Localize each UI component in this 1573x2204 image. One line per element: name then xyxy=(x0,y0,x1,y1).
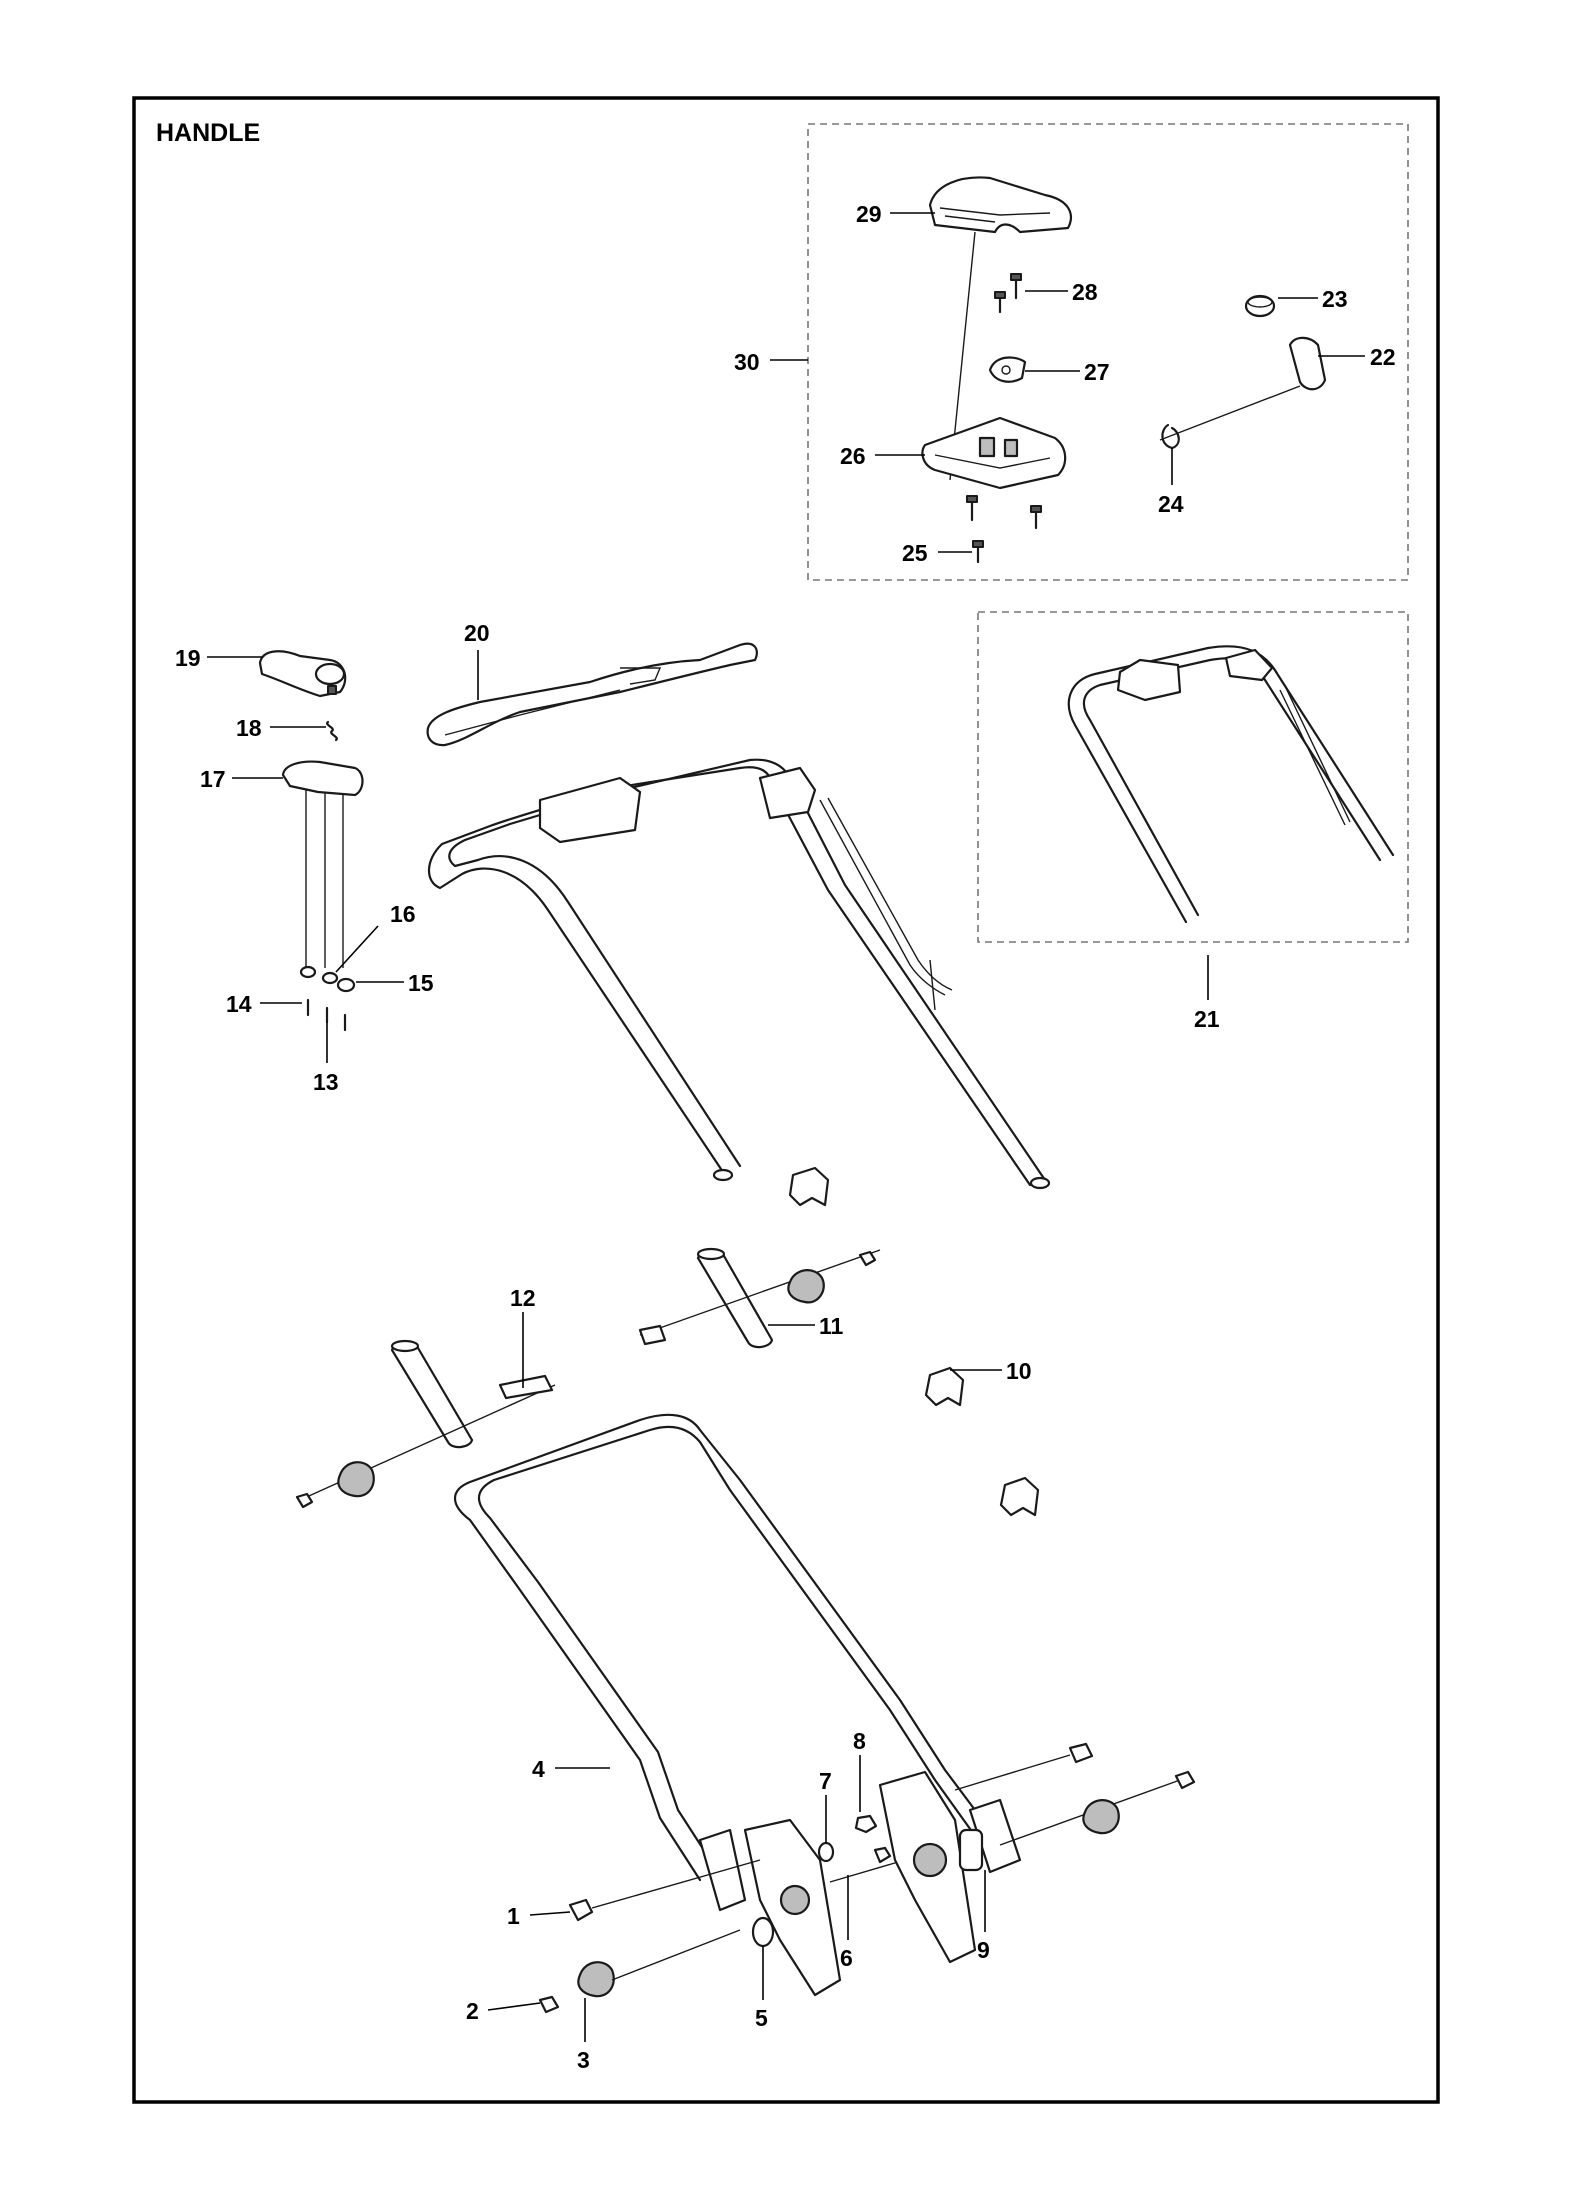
callout-25: 25 xyxy=(902,540,928,566)
leader-lines xyxy=(207,212,1365,2042)
callout-11: 11 xyxy=(819,1313,844,1339)
callout-27: 27 xyxy=(1084,359,1110,385)
group-box-30 xyxy=(807,123,1409,581)
part-18-spring xyxy=(326,720,338,742)
part-7-washer xyxy=(817,1841,835,1863)
part-2-nut-left xyxy=(538,1995,560,2014)
callout-8: 8 xyxy=(853,1728,866,1754)
callout-23: 23 xyxy=(1322,286,1348,312)
callout-1: 1 xyxy=(507,1903,520,1929)
callout-26: 26 xyxy=(840,443,866,469)
callout-7: 7 xyxy=(819,1768,832,1794)
diagram-border xyxy=(132,96,1440,2104)
part-20-grip-bar xyxy=(426,642,758,747)
part-13-screws xyxy=(325,1006,347,1032)
part-27-clip xyxy=(988,356,1027,383)
callout-9: 9 xyxy=(977,1937,990,1963)
callout-13: 13 xyxy=(313,1069,339,1095)
part-17-bracket xyxy=(281,760,364,968)
part-22-switch xyxy=(1159,336,1327,441)
part-19-lever xyxy=(258,650,347,698)
callout-18: 18 xyxy=(236,715,262,741)
part-6-hinge-plate-left xyxy=(743,1818,906,1997)
callout-30: 30 xyxy=(734,349,760,375)
part-3-knob-left xyxy=(577,1929,741,1998)
callout-6: 6 xyxy=(840,1945,853,1971)
part-14-screw xyxy=(299,965,317,1017)
callout-24: 24 xyxy=(1158,491,1184,517)
callout-22: 22 xyxy=(1370,344,1396,370)
part-29-top-cover xyxy=(928,176,1072,234)
part-28-screws xyxy=(994,273,1022,314)
callout-4: 4 xyxy=(532,1756,545,1782)
part-3-knob-right xyxy=(999,1770,1196,1846)
callout-28: 28 xyxy=(1072,279,1098,305)
callout-21: 21 xyxy=(1194,1006,1220,1032)
part-21-handle-top-assembly xyxy=(1067,645,1395,924)
group-box-21 xyxy=(977,611,1409,943)
callout-2: 2 xyxy=(466,1998,479,2024)
part-15-plug xyxy=(336,977,356,993)
part-1-bolt-right xyxy=(954,1742,1094,1791)
part-23-cap xyxy=(1244,294,1276,318)
callout-5: 5 xyxy=(755,2005,768,2031)
part-10-clips xyxy=(788,1166,1040,1517)
callout-19: 19 xyxy=(175,645,201,671)
callout-3: 3 xyxy=(577,2047,590,2073)
callout-29: 29 xyxy=(856,201,882,227)
callout-16: 16 xyxy=(390,901,416,927)
part-11-spacer-tube xyxy=(638,1247,881,1349)
part-25-screws xyxy=(966,495,1042,564)
part-9-hinge-plate-right xyxy=(878,1770,984,1964)
upper-handle-frame xyxy=(427,758,1051,1190)
diagram-title: HANDLE xyxy=(156,119,260,147)
callout-labels: 29 28 23 22 30 27 26 24 25 19 20 18 17 1… xyxy=(175,201,1396,2073)
part-1-bolt-left xyxy=(568,1859,761,1922)
part-12-spacer-tube xyxy=(295,1339,556,1509)
callout-15: 15 xyxy=(408,970,434,996)
callout-10: 10 xyxy=(1006,1358,1032,1384)
callout-14: 14 xyxy=(226,991,252,1017)
callout-20: 20 xyxy=(464,620,490,646)
callout-12: 12 xyxy=(510,1285,536,1311)
callout-17: 17 xyxy=(200,766,226,792)
part-8-nut xyxy=(854,1814,892,1864)
part-26-lower-housing xyxy=(921,416,1067,490)
part-5-washer xyxy=(751,1916,775,1948)
part-16-washer xyxy=(321,971,339,985)
